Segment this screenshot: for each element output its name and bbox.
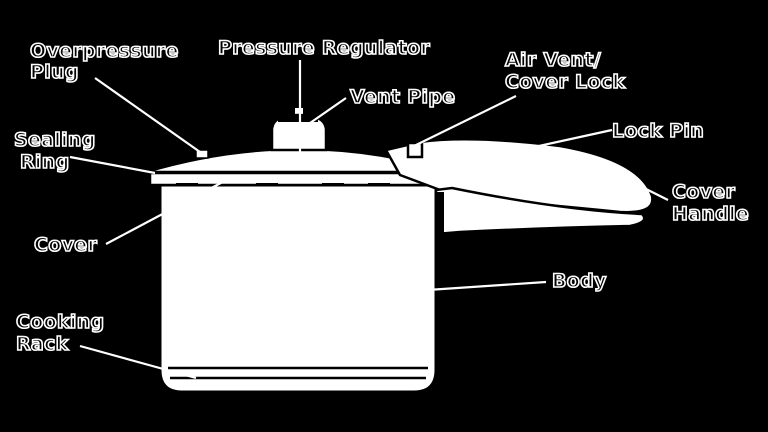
pressure-cooker-illustration [145, 108, 654, 394]
label-overpressure-plug-1: Overpressure [30, 40, 179, 62]
air-vent-cover-lock [406, 141, 424, 159]
body-handle [434, 186, 646, 236]
leader-lines [69, 60, 669, 380]
diagram-labels: Overpressure Plug Pressure Regulator Ven… [13, 36, 749, 356]
label-overpressure-plug-2: Plug [30, 61, 79, 83]
label-cover: Cover [34, 234, 97, 256]
label-lock-pin: Lock Pin [612, 120, 704, 142]
label-sealing-ring-1: Sealing [14, 129, 96, 151]
overpressure-plug [195, 149, 209, 159]
label-pressure-regulator: Pressure Regulator [218, 37, 430, 59]
pot-body [158, 183, 438, 394]
cooking-rack [168, 366, 428, 380]
label-air-vent-cover-lock-1: Air Vent/ [505, 49, 601, 71]
label-cooking-rack-2: Rack [16, 333, 69, 355]
label-cooking-rack-1: Cooking [16, 311, 104, 333]
label-sealing-ring-2: Ring [20, 151, 69, 173]
label-body: Body [552, 270, 607, 292]
rim-slots [176, 183, 390, 186]
label-cover-handle-2: Handle [672, 203, 749, 225]
label-cover-handle-1: Cover [672, 181, 735, 203]
label-air-vent-cover-lock-2: Cover Lock [505, 71, 625, 93]
label-vent-pipe: Vent Pipe [350, 86, 455, 108]
